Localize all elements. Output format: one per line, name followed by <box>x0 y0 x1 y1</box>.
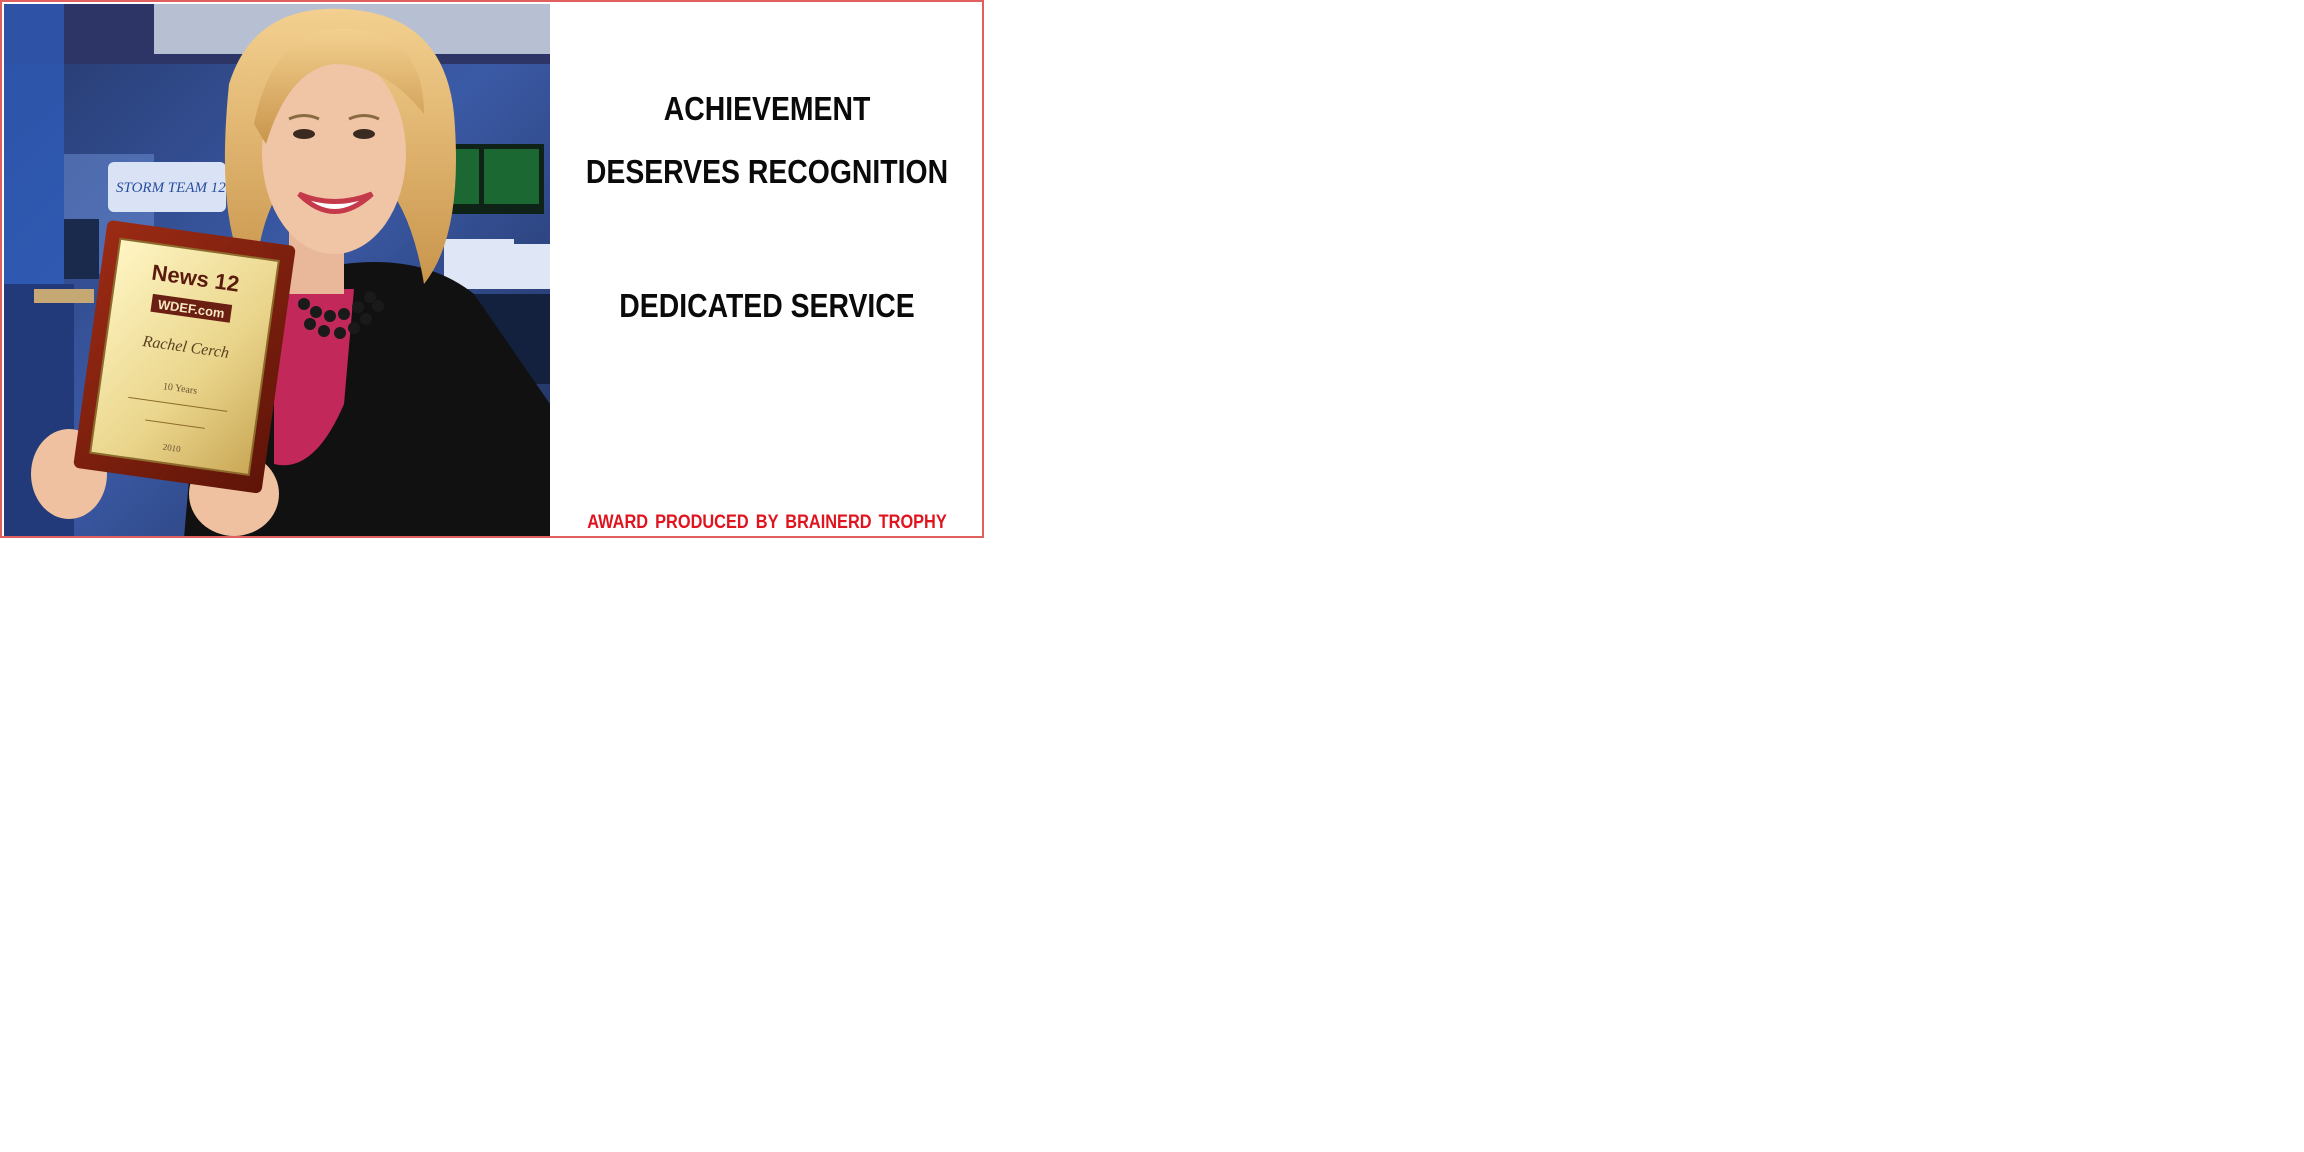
award-banner: STORM TEAM 12 <box>0 0 984 538</box>
headline-line-1: ACHIEVEMENT <box>663 90 871 127</box>
storm-team-sign-text: STORM TEAM 12 <box>116 180 226 196</box>
award-plaque: News 12 WDEF.com Rachel Cerch 10 Years 2… <box>73 220 296 494</box>
headline-line-2: DESERVES RECOGNITION <box>585 153 949 190</box>
award-credit: AWARD PRODUCED BY BRAINERD TROPHY SHOP <box>587 512 947 536</box>
headline-line-3: DEDICATED SERVICE <box>619 287 915 324</box>
face <box>262 54 406 254</box>
award-photo: STORM TEAM 12 <box>4 4 550 536</box>
plaque-year: 2010 <box>162 442 182 454</box>
storm-team-sign <box>108 162 226 212</box>
plaque-years: 10 Years <box>162 381 198 397</box>
headline-panel: ACHIEVEMENT DESERVES RECOGNITION DEDICAT… <box>550 2 982 536</box>
